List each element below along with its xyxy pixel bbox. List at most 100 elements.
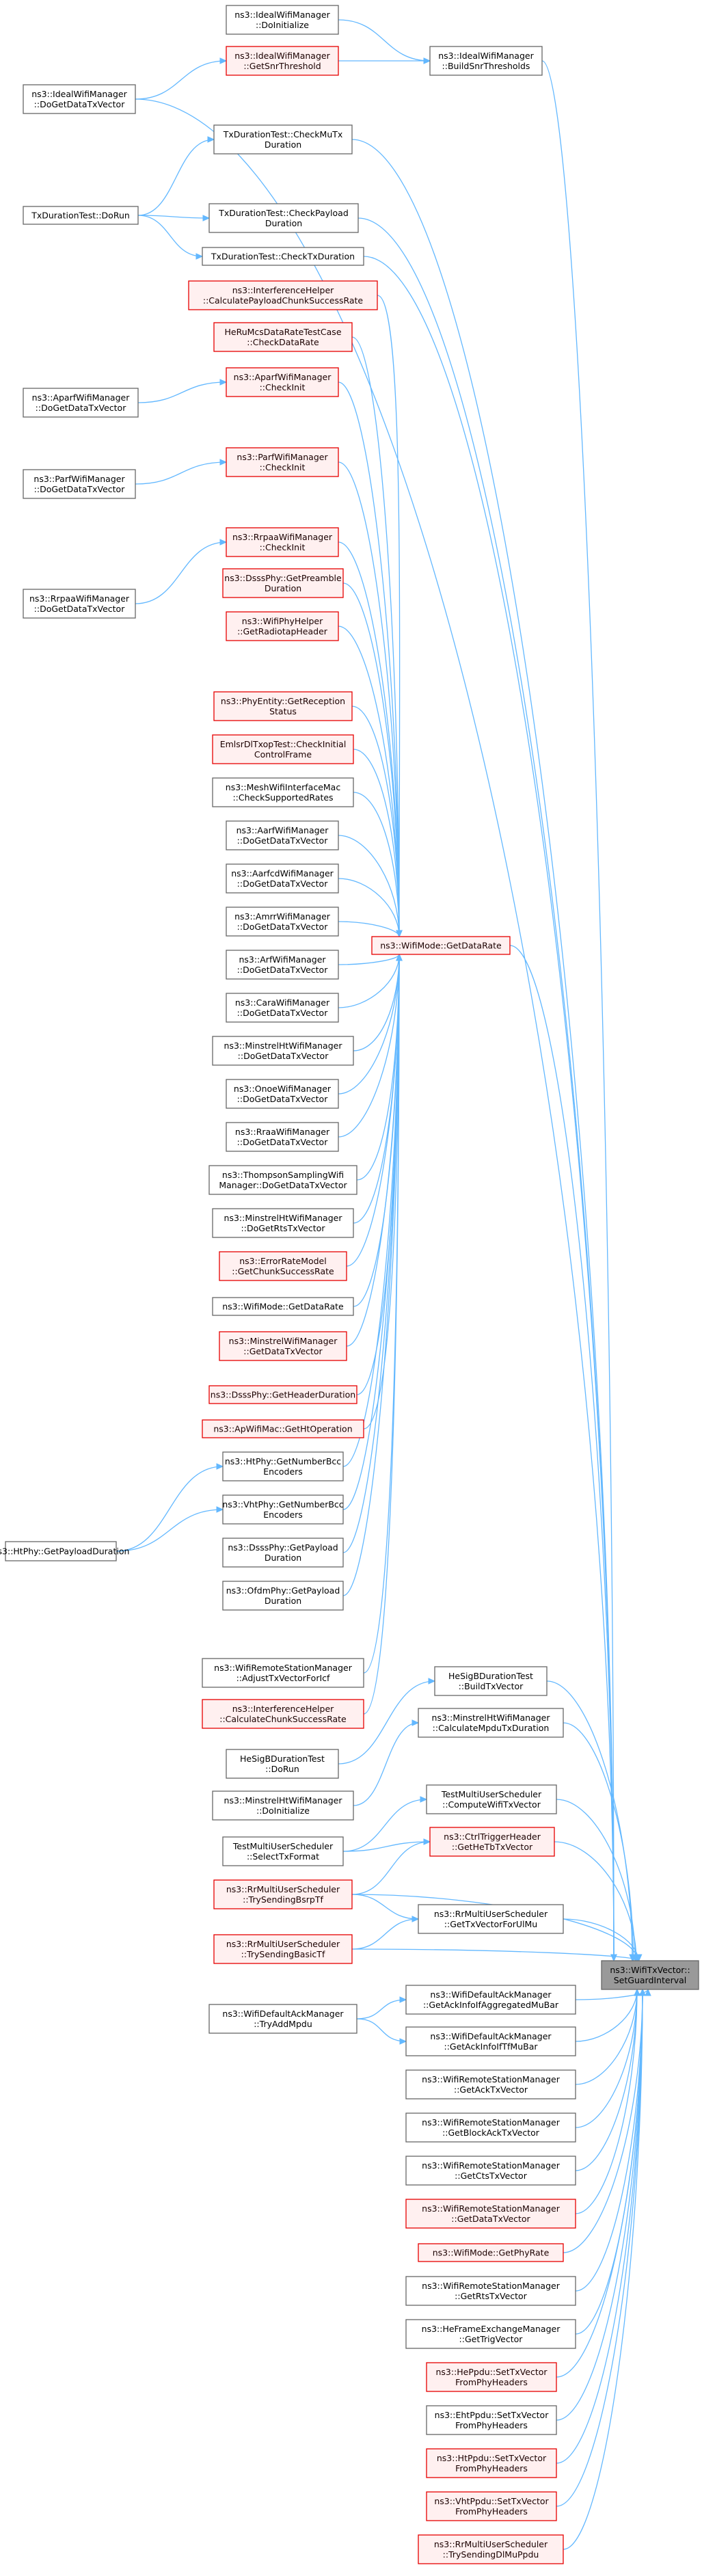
node-box xyxy=(212,777,354,807)
edge-n44-n55 xyxy=(546,1680,633,1961)
node-ns3-aarfwifimanager-dogetdatatxvector[interactable]: ns3::AarfWifiManager::DoGetDataTxVector xyxy=(226,820,339,850)
node-box xyxy=(418,2534,564,2564)
node-ns3-rraawifimanager-dogetdatatxvector[interactable]: ns3::RraaWifiManager::DoGetDataTxVector xyxy=(226,1122,339,1152)
node-ns3-htphy-getpayloadduration[interactable]: ns3::HtPhy::GetPayloadDuration xyxy=(0,1541,129,1561)
node-testmultiuserscheduler-computewifitxvector[interactable]: TestMultiUserScheduler::ComputeWifiTxVec… xyxy=(426,1784,557,1814)
node-label: Duration xyxy=(265,139,301,150)
node-box xyxy=(226,447,339,477)
node-label: ns3::WifiMode::GetPhyRate xyxy=(433,2248,550,2258)
node-label: ns3::MinstrelHtWifiManager xyxy=(224,1213,343,1223)
node-ns3-minstrelhtwifimanager-dogetdatatxvector[interactable]: ns3::MinstrelHtWifiManager::DoGetDataTxV… xyxy=(212,1036,354,1066)
node-txdurationtest-checktxduration[interactable]: TxDurationTest::CheckTxDuration xyxy=(202,247,364,266)
node-ns3-arfwifimanager-dogetdatatxvector[interactable]: ns3::ArfWifiManager::DoGetDataTxVector xyxy=(226,950,339,980)
node-ns3-errorratemodel-getchunksuccessrate[interactable]: ns3::ErrorRateModel::GetChunkSuccessRate xyxy=(219,1251,347,1281)
node-ns3-interferencehelper-calculatepayloadchunksuccessrate[interactable]: ns3::InterferenceHelper::CalculatePayloa… xyxy=(188,280,378,310)
node-ns3-onoewifimanager-dogetdatatxvector[interactable]: ns3::OnoeWifiManager::DoGetDataTxVector xyxy=(226,1079,339,1109)
edge-arrowhead xyxy=(423,57,431,64)
node-ns3-idealwifimanager-doinitialize[interactable]: ns3::IdealWifiManager::DoInitialize xyxy=(226,5,339,35)
node-ns3-aarfcdwifimanager-dogetdatatxvector[interactable]: ns3::AarfcdWifiManager::DoGetDataTxVecto… xyxy=(226,863,339,894)
node-ns3-rrpaawifimanager-checkinit[interactable]: ns3::RrpaaWifiManager::CheckInit xyxy=(226,527,339,557)
edge-n62-n55 xyxy=(575,1989,638,2214)
node-ns3-wifiremotestationmanager-getacktxvector[interactable]: ns3::WifiRemoteStationManager::GetAckTxV… xyxy=(405,2069,576,2099)
node-ns3-wifimode-getdatarate[interactable]: ns3::WifiMode::GetDataRate xyxy=(212,1297,354,1316)
node-ns3-wifitxvector-setguardinterval[interactable]: ns3::WifiTxVector::SetGuardInterval xyxy=(601,1960,699,1990)
node-label: ns3::WifiRemoteStationManager xyxy=(422,2074,561,2084)
node-ns3-rrpaawifimanager-dogetdatatxvector[interactable]: ns3::RrpaaWifiManager::DoGetDataTxVector xyxy=(23,589,136,619)
node-ns3-aparfwifimanager-dogetdatatxvector[interactable]: ns3::AparfWifiManager::DoGetDataTxVector xyxy=(23,388,139,418)
node-label: ::TrySendingBasicTf xyxy=(241,1949,325,1959)
node-ns3-wifidefaultackmanager-getackinfoifaggregatedmubar[interactable]: ns3::WifiDefaultAckManager::GetAckInfoIf… xyxy=(405,1985,576,2015)
node-ns3-wifidefaultackmanager-tryaddmpdu[interactable]: ns3::WifiDefaultAckManager::TryAddMpdu xyxy=(208,2004,357,2034)
node-ns3-parfwifimanager-checkinit[interactable]: ns3::ParfWifiManager::CheckInit xyxy=(226,447,339,477)
node-herumcsdataratetestcase-checkdatarate[interactable]: HeRuMcsDataRateTestCase::CheckDataRate xyxy=(213,322,353,352)
node-ns3-wifiremotestationmanager-getrtstxvector[interactable]: ns3::WifiRemoteStationManager::GetRtsTxV… xyxy=(405,2276,576,2306)
node-ns3-wifidefaultackmanager-getackinfoiftfmubar[interactable]: ns3::WifiDefaultAckManager::GetAckInfoIf… xyxy=(405,2026,576,2056)
node-layer: ns3::IdealWifiManager::DoInitializens3::… xyxy=(0,5,699,2564)
node-testmultiuserscheduler-selecttxformat[interactable]: TestMultiUserScheduler::SelectTxFormat xyxy=(222,1836,344,1866)
node-ns3-ofdmphy-getpayloadduration[interactable]: ns3::OfdmPhy::GetPayloadDuration xyxy=(222,1581,344,1611)
node-ns3-wifiphyhelper-getradiotapheader[interactable]: ns3::WifiPhyHelper::GetRadiotapHeader xyxy=(226,611,339,641)
node-ns3-wifiremotestationmanager-getblockacktxvector[interactable]: ns3::WifiRemoteStationManager::GetBlockA… xyxy=(405,2112,576,2143)
node-ns3-rrmultiuserscheduler-gettxvectorforulmu[interactable]: ns3::RrMultiUserScheduler::GetTxVectorFo… xyxy=(418,1904,564,1934)
edge-n56-n57 xyxy=(356,1999,407,2020)
node-box xyxy=(226,46,339,76)
node-label: ::ComputeWifiTxVector xyxy=(442,1799,541,1810)
node-ns3-carawifimanager-dogetdatatxvector[interactable]: ns3::CaraWifiManager::DoGetDataTxVector xyxy=(226,993,339,1023)
edge-arrowhead xyxy=(411,1719,420,1726)
node-box xyxy=(23,469,136,499)
edge-n50-n49 xyxy=(342,1799,427,1852)
node-ns3-dsssphy-getpayloadduration[interactable]: ns3::DsssPhy::GetPayloadDuration xyxy=(222,1538,344,1568)
node-label: FromPhyHeaders xyxy=(455,2506,528,2517)
node-label: ns3::HtPhy::GetNumberBcc xyxy=(225,1456,341,1466)
edge-n33-n25 xyxy=(346,954,400,1267)
node-ns3-aparfwifimanager-checkinit[interactable]: ns3::AparfWifiManager::CheckInit xyxy=(226,367,339,397)
node-ns3-rrmultiuserscheduler-trysendingbsrptf[interactable]: ns3::RrMultiUserScheduler::TrySendingBsr… xyxy=(213,1879,353,1909)
node-label: ::DoGetDataTxVector xyxy=(237,1008,329,1018)
node-ns3-ctrltriggerheader-gethetbtxvector[interactable]: ns3::CtrlTriggerHeader::GetHeTbTxVector xyxy=(429,1827,555,1857)
node-ns3-apwifimac-gethtoperation[interactable]: ns3::ApWifiMac::GetHtOperation xyxy=(202,1419,364,1438)
node-ns3-minstrelwifimanager-getdatatxvector[interactable]: ns3::MinstrelWifiManager::GetDataTxVecto… xyxy=(219,1331,347,1361)
node-label: FromPhyHeaders xyxy=(455,2420,528,2430)
node-ns3-minstrelhtwifimanager-calculatempdutxduration[interactable]: ns3::MinstrelHtWifiManager::CalculateMpd… xyxy=(418,1708,564,1738)
node-txdurationtest-dorun[interactable]: TxDurationTest::DoRun xyxy=(23,206,139,225)
node-emlsrdltxoptest-checkinitialcontrolframe[interactable]: EmlsrDlTxopTest::CheckInitialControlFram… xyxy=(212,734,354,764)
node-ns3-thompsonsamplingwifimanager-dogetdatatxvector[interactable]: ns3::ThompsonSamplingWifiManager::DoGetD… xyxy=(208,1165,357,1195)
node-hesigbdurationtest-dorun[interactable]: HeSigBDurationTest::DoRun xyxy=(226,1749,339,1779)
node-ns3-dsssphy-getheaderduration[interactable]: ns3::DsssPhy::GetHeaderDuration xyxy=(208,1385,357,1404)
node-ns3-meshwifiinterfacemac-checksupportedrates[interactable]: ns3::MeshWifiInterfaceMac::CheckSupporte… xyxy=(212,777,354,807)
node-ns3-heframeexchangemanager-gettrigvector[interactable]: ns3::HeFrameExchangeManager::GetTrigVect… xyxy=(405,2319,576,2349)
node-ns3-wifiremotestationmanager-adjusttxvectorforicf[interactable]: ns3::WifiRemoteStationManager::AdjustTxV… xyxy=(202,1658,364,1688)
edge-n10-n25 xyxy=(351,336,400,937)
node-box xyxy=(213,1934,353,1964)
node-ns3-wifiremotestationmanager-getctstxvector[interactable]: ns3::WifiRemoteStationManager::GetCtsTxV… xyxy=(405,2156,576,2186)
node-ns3-interferencehelper-calculatechunksuccessrate[interactable]: ns3::InterferenceHelper::CalculateChunkS… xyxy=(202,1699,364,1729)
node-ns3-rrmultiuserscheduler-trysendingbasictf[interactable]: ns3::RrMultiUserScheduler::TrySendingBas… xyxy=(213,1934,353,1964)
node-ns3-rrmultiuserscheduler-trysendingdlmuppdu[interactable]: ns3::RrMultiUserScheduler::TrySendingDlM… xyxy=(418,2534,564,2564)
node-ns3-minstrelhtwifimanager-doinitialize[interactable]: ns3::MinstrelHtWifiManager::DoInitialize xyxy=(212,1790,354,1821)
node-ns3-wifiremotestationmanager-getdatatxvector[interactable]: ns3::WifiRemoteStationManager::GetDataTx… xyxy=(405,2199,576,2229)
node-hesigbdurationtest-buildtxvector[interactable]: HeSigBDurationTest::BuildTxVector xyxy=(434,1666,548,1696)
node-ns3-idealwifimanager-getsnrthreshold[interactable]: ns3::IdealWifiManager::GetSnrThreshold xyxy=(226,46,339,76)
node-ns3-parfwifimanager-dogetdatatxvector[interactable]: ns3::ParfWifiManager::DoGetDataTxVector xyxy=(23,469,136,499)
node-label: ::BuildSnrThresholds xyxy=(442,61,530,71)
node-ns3-wifimode-getphyrate[interactable]: ns3::WifiMode::GetPhyRate xyxy=(418,2243,564,2262)
node-ns3-idealwifimanager-buildsnrthresholds[interactable]: ns3::IdealWifiManager::BuildSnrThreshold… xyxy=(429,46,543,76)
node-box xyxy=(405,2199,576,2229)
node-box xyxy=(222,1494,344,1525)
node-ns3-idealwifimanager-dogetdatatxvector[interactable]: ns3::IdealWifiManager::DoGetDataTxVector xyxy=(23,84,136,114)
node-box xyxy=(434,1666,548,1696)
node-ns3-amrrwifimanager-dogetdatatxvector[interactable]: ns3::AmrrWifiManager::DoGetDataTxVector xyxy=(226,907,339,937)
edge-n63-n55 xyxy=(563,1989,643,2253)
node-ns3-minstrelhtwifimanager-dogetrtstxvector[interactable]: ns3::MinstrelHtWifiManager::DoGetRtsTxVe… xyxy=(212,1208,354,1238)
node-ns3-wifimode-getdatarate[interactable]: ns3::WifiMode::GetDataRate xyxy=(371,936,511,955)
